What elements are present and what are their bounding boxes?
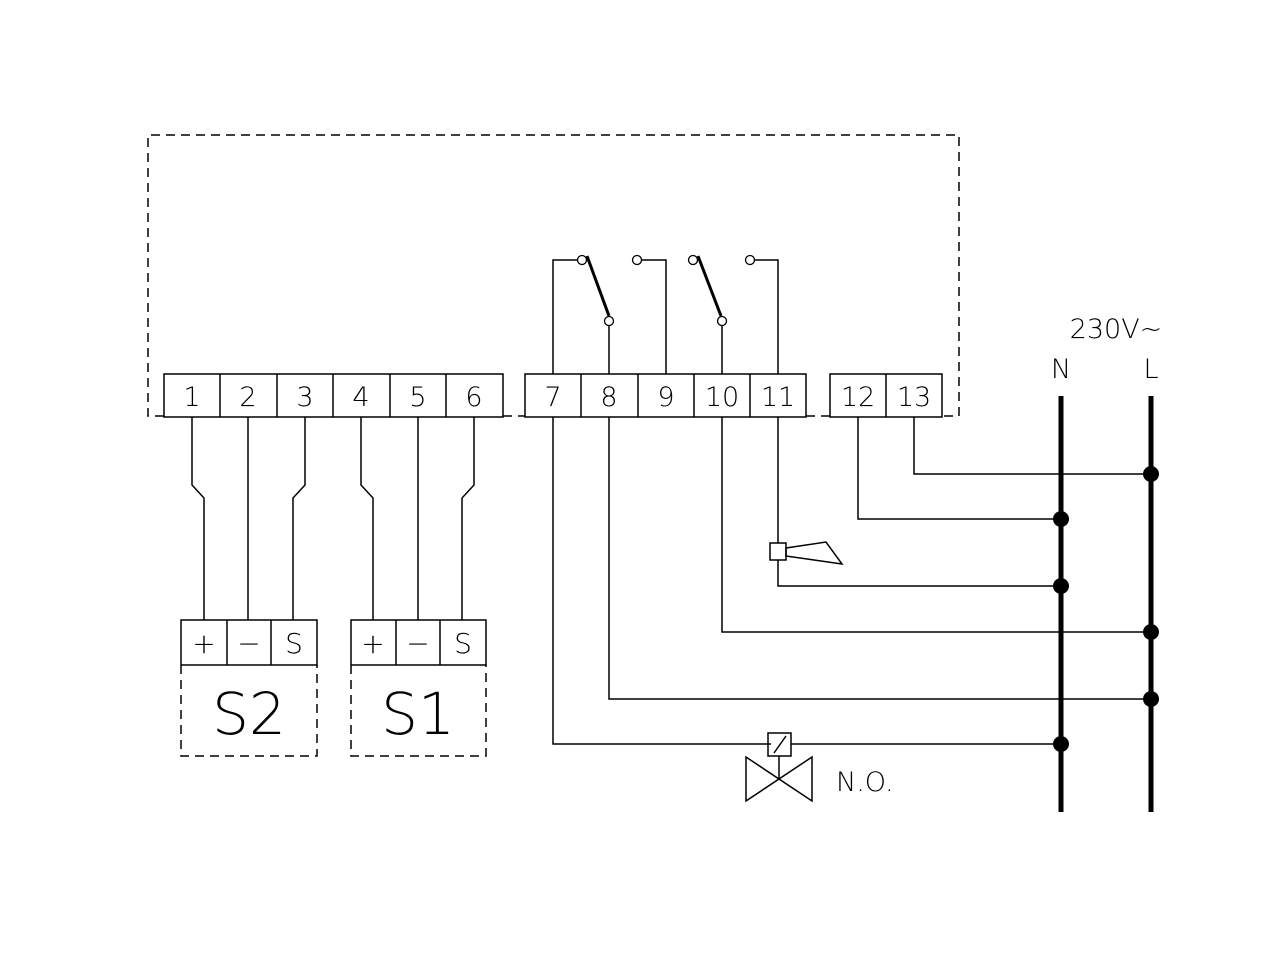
terminal-label-13: 13 [897, 382, 931, 413]
sensor-s2-pin-plus: + [192, 627, 215, 660]
terminal-label-3: 3 [296, 382, 313, 413]
sensor-s2-pin-minus: − [237, 627, 260, 660]
supply-voltage-label: 230V~ [1070, 314, 1163, 345]
controller-housing [147, 134, 960, 417]
power-supply: 230V~ N L [1051, 314, 1162, 812]
terminal-label-6: 6 [465, 382, 482, 413]
sensor-s2: + − S S2 [180, 619, 318, 757]
horn-icon [769, 541, 844, 565]
relay-2-contact [687, 254, 779, 374]
neutral-label: N [1051, 354, 1071, 385]
terminal-label-9: 9 [657, 382, 674, 413]
sensor-s2-label: S2 [212, 680, 286, 748]
sensor-s1-label: S1 [381, 680, 455, 748]
terminal-label-1: 1 [183, 382, 200, 413]
valve-label: N.O. [836, 767, 894, 798]
live-label: L [1143, 354, 1158, 385]
terminal-label-5: 5 [409, 382, 426, 413]
sensor-s1-pin-minus: − [406, 627, 429, 660]
terminal-block-2: 7 8 9 10 11 [524, 373, 807, 418]
relay-1-contact [552, 254, 667, 374]
terminal-label-11: 11 [761, 382, 795, 413]
terminal-block-3: 12 13 [829, 373, 943, 418]
sensor-wiring [191, 417, 475, 620]
terminal-label-4: 4 [352, 382, 369, 413]
junction-nodes [1053, 466, 1159, 752]
supply-wiring [552, 417, 1151, 745]
terminal-label-10: 10 [705, 382, 739, 413]
terminal-label-8: 8 [600, 382, 617, 413]
solenoid-valve-icon: N.O. [745, 732, 894, 803]
terminal-label-2: 2 [239, 382, 256, 413]
terminal-label-12: 12 [841, 382, 875, 413]
sensor-s1-pin-s: S [454, 627, 472, 660]
sensor-s1-pin-plus: + [361, 627, 384, 660]
terminal-block-1: 1 2 3 4 5 6 [163, 373, 504, 418]
terminal-label-7: 7 [544, 382, 561, 413]
sensor-s2-pin-s: S [285, 627, 303, 660]
sensor-s1: + − S S1 [350, 619, 487, 757]
